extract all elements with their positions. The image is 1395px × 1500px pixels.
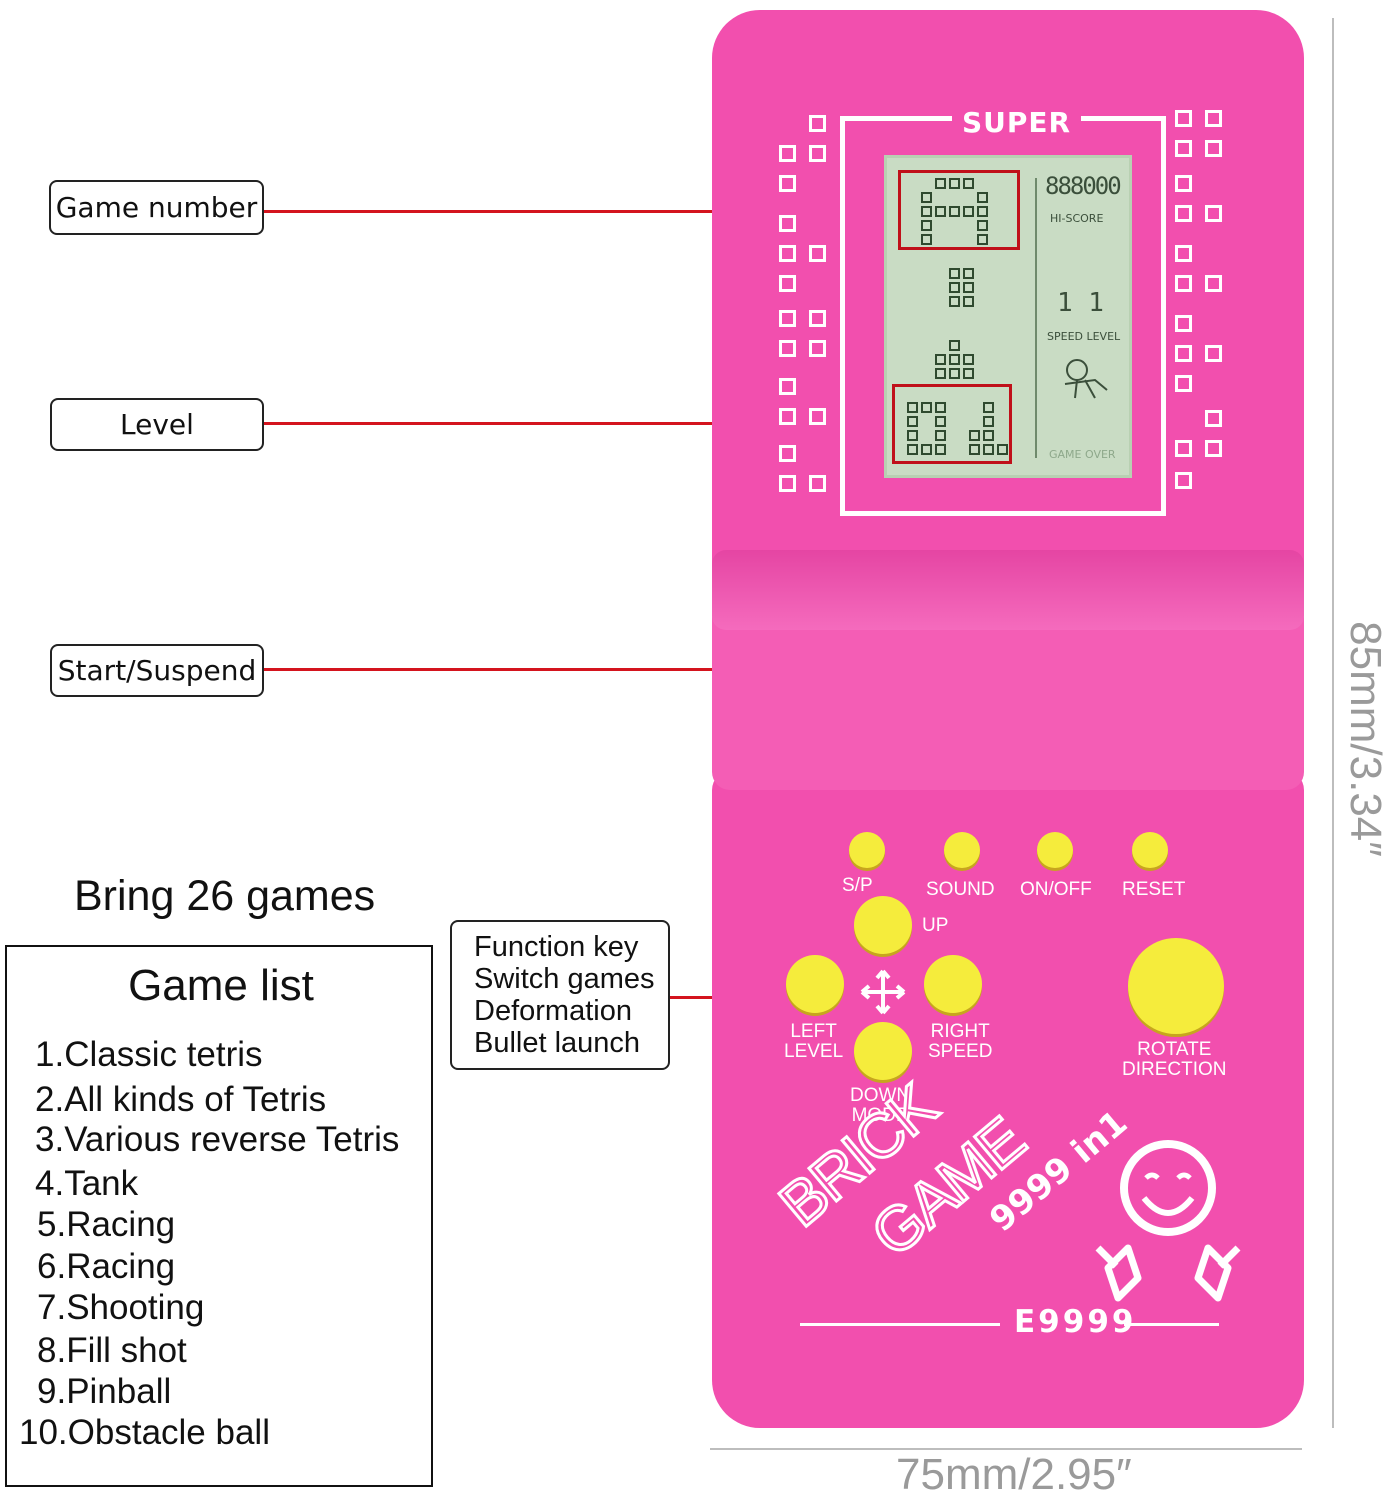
lcd-hi-score-label: HI-SCORE (1050, 212, 1104, 225)
sound-label: SOUND (926, 879, 995, 900)
speed-label: SPEED (928, 1041, 993, 1062)
callout-function-key: Function key Switch games Deformation Bu… (450, 920, 670, 1070)
lcd-playfield-divider (1035, 178, 1037, 458)
model-line-right (1124, 1323, 1219, 1326)
down-button[interactable] (854, 1022, 912, 1080)
game-list-item: 2.All kinds of Tetris (35, 1080, 327, 1119)
left-button[interactable] (786, 955, 844, 1013)
function-key-line-4: Bullet launch (474, 1027, 641, 1059)
lcd-speed-value: 1 1 (1057, 288, 1104, 318)
highlight-level (892, 384, 1012, 464)
smiley-icon (1088, 1128, 1248, 1308)
dimension-line-horizontal (710, 1448, 1302, 1450)
game-list-title: Game list (128, 961, 314, 1010)
callout-line-level (264, 422, 894, 425)
sp-label: S/P (842, 875, 873, 896)
callout-level-label: Level (120, 408, 194, 441)
console-middle-shell (712, 600, 1304, 790)
game-list-box: Game list 1.Classic tetris 2.All kinds o… (5, 945, 433, 1487)
right-label: RIGHT (930, 1021, 990, 1042)
callout-start-suspend-label: Start/Suspend (57, 654, 257, 687)
console-bottom-shell (712, 770, 1304, 1428)
reset-label: RESET (1122, 879, 1186, 900)
on-off-button[interactable] (1037, 832, 1073, 868)
game-list-item: 6.Racing (37, 1247, 176, 1286)
up-label: UP (922, 915, 949, 936)
lcd-score: 888000 (1045, 172, 1122, 200)
game-list-item: 8.Fill shot (37, 1331, 187, 1370)
game-list-item: 10.Obstacle ball (19, 1413, 270, 1452)
direction-label: DIRECTION (1122, 1059, 1227, 1080)
lcd-screen: 888000 HI-SCORE 1 1 SPEED LEVEL GAME OVE… (884, 155, 1132, 478)
brick-game-console: SUPER 888000 HI-SCORE 1 1 SPEED LEVEL GA… (712, 10, 1304, 1428)
dimension-line-vertical (1332, 18, 1334, 1428)
callout-game-number-label: Game number (55, 191, 258, 224)
callout-level: Level (50, 398, 264, 451)
down-mode-label: DOWN MODE (850, 1086, 910, 1126)
reset-button[interactable] (1132, 832, 1168, 868)
dimension-width-label: 75mm/2.95″ (896, 1450, 1132, 1499)
game-list-item: 4.Tank (35, 1164, 139, 1203)
left-level-label: LEFT LEVEL (784, 1022, 843, 1062)
model-line-left (800, 1323, 1000, 1326)
game-list-item: 1.Classic tetris (35, 1035, 263, 1074)
game-list-item: 9.Pinball (37, 1372, 172, 1411)
lcd-character-icon (1055, 354, 1111, 400)
onoff-label: ON/OFF (1020, 879, 1092, 900)
move-arrows-icon (858, 967, 908, 1017)
function-key-line-2: Switch games (474, 963, 655, 995)
headline: Bring 26 games (74, 872, 376, 920)
model-label: E9999 (1014, 1304, 1137, 1340)
left-label: LEFT (790, 1021, 837, 1042)
game-list-item: 5.Racing (37, 1205, 176, 1244)
callout-line-start-h (264, 668, 870, 671)
game-list-item: 3.Various reverse Tetris (35, 1120, 400, 1159)
lcd-speed-level-label: SPEED LEVEL (1047, 330, 1121, 343)
callout-game-number: Game number (49, 180, 264, 235)
start-suspend-button[interactable] (849, 832, 885, 868)
callout-start-suspend: Start/Suspend (50, 644, 264, 697)
rotate-label: ROTATE (1137, 1039, 1212, 1060)
rotate-button[interactable] (1128, 938, 1224, 1034)
lcd-game-over-label: GAME OVER (1049, 448, 1116, 461)
callout-line-game-number (264, 210, 900, 213)
sound-button[interactable] (944, 832, 980, 868)
mode-label: MODE (851, 1105, 909, 1126)
game-list-item: 7.Shooting (37, 1288, 205, 1327)
highlight-game-number (898, 170, 1020, 250)
rotate-direction-label: ROTATE DIRECTION (1122, 1040, 1227, 1080)
brand-label: SUPER (952, 106, 1082, 139)
dimension-height-label: 85mm/3.34″ (1341, 621, 1390, 857)
function-key-line-3: Deformation (474, 995, 632, 1027)
right-speed-label: RIGHT SPEED (928, 1022, 992, 1062)
level-label: LEVEL (784, 1041, 844, 1062)
console-hinge (712, 550, 1304, 630)
function-key-line-1: Function key (474, 931, 639, 963)
right-button[interactable] (924, 955, 982, 1013)
down-label: DOWN (850, 1085, 911, 1106)
up-button[interactable] (854, 896, 912, 954)
